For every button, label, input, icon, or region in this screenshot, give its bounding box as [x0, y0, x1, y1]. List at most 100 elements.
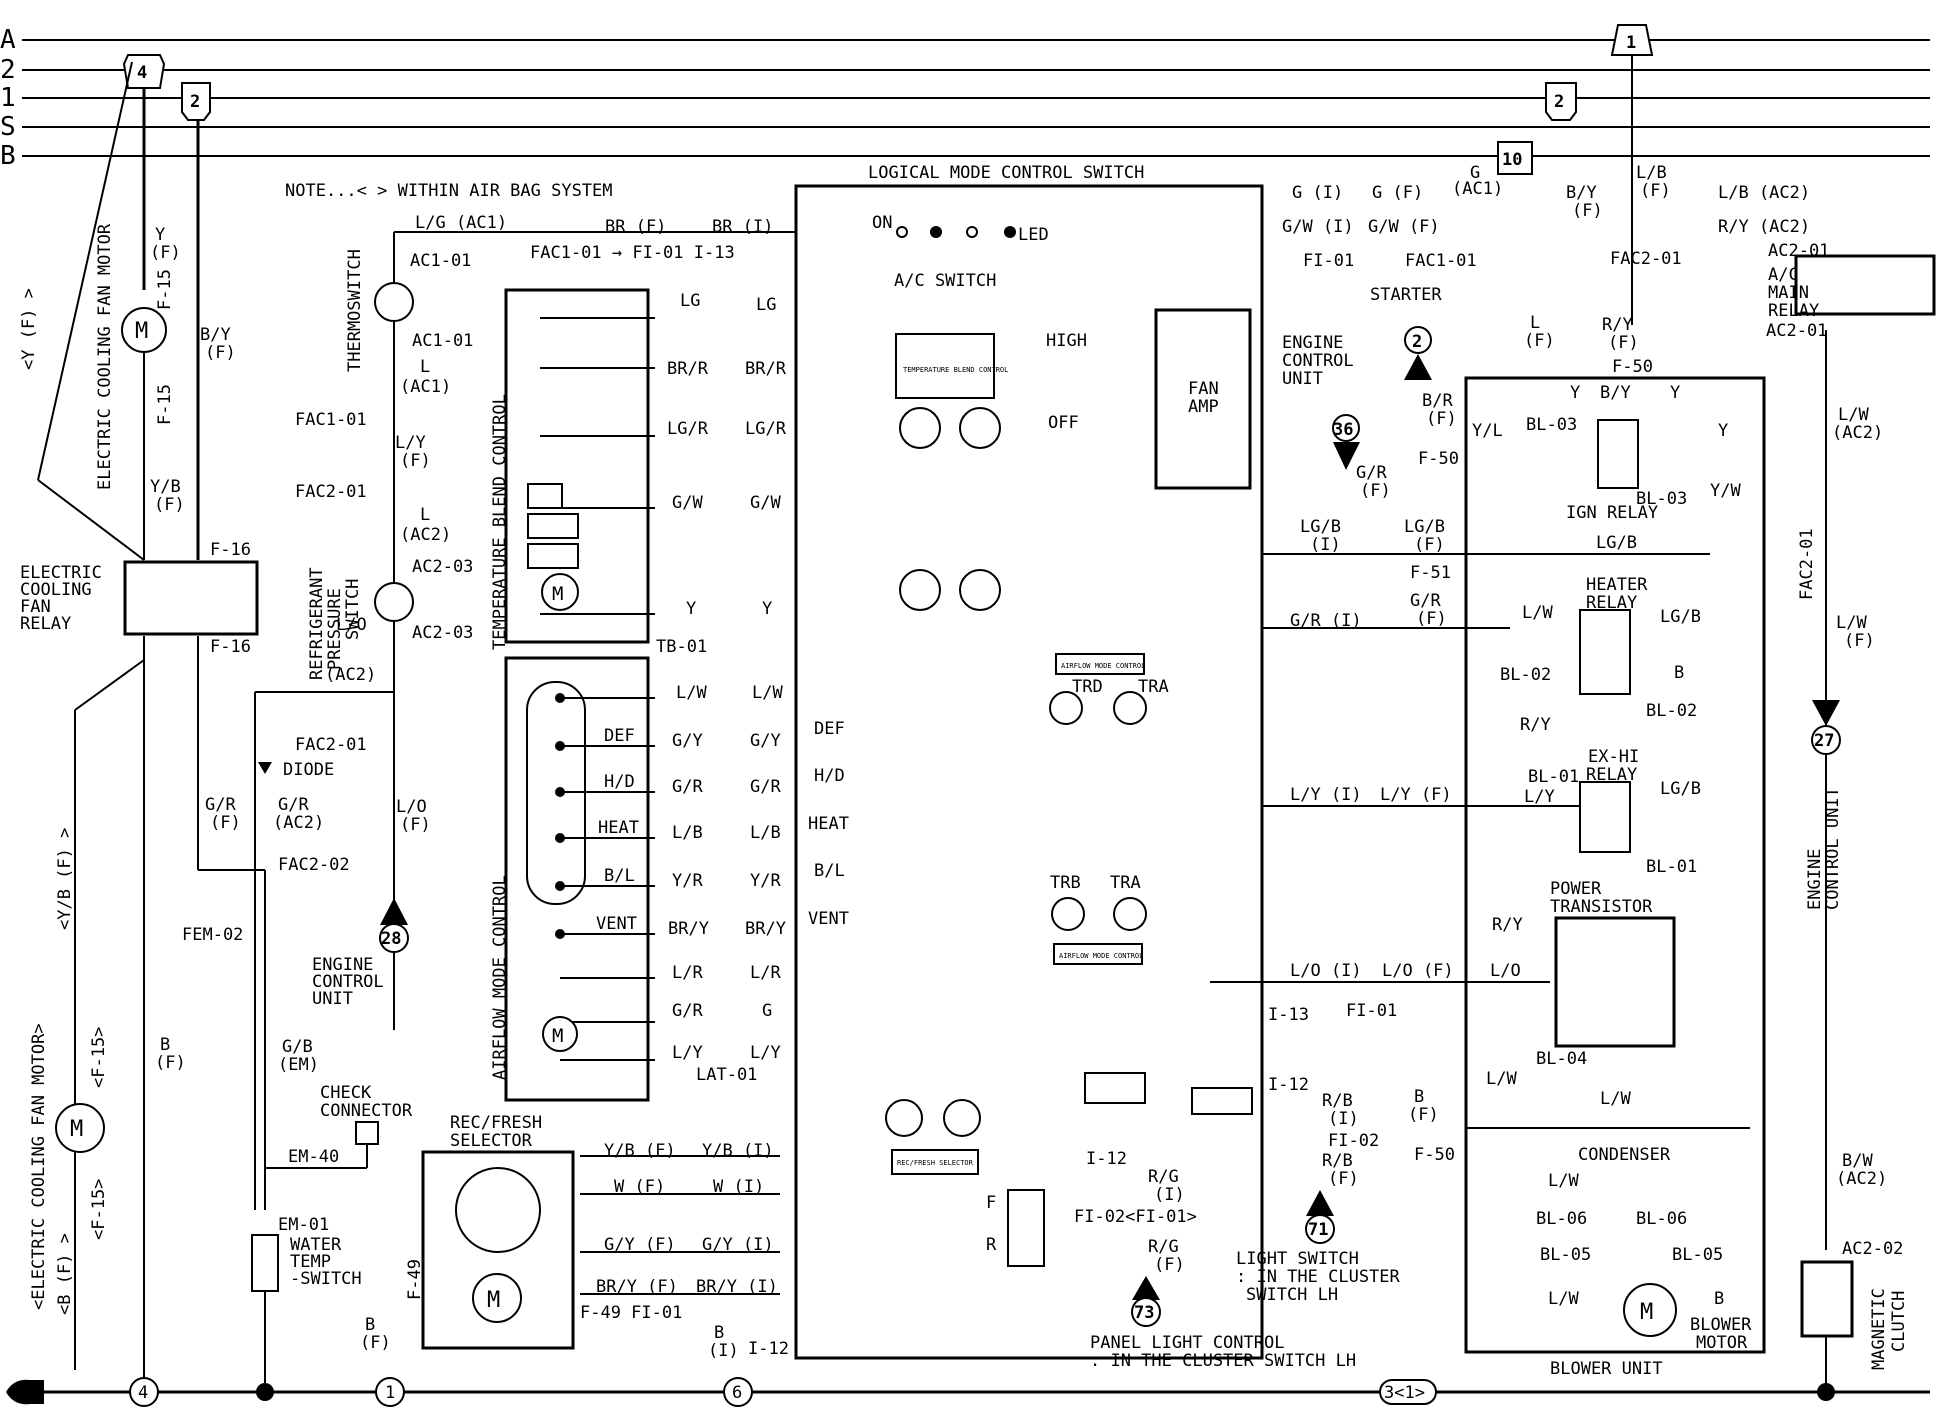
connector-ac2-03-b: AC2-03: [412, 623, 473, 643]
power-transistor-label-2: TRANSISTOR: [1550, 897, 1653, 917]
magnetic-clutch-label-2: CLUTCH: [1889, 1291, 1909, 1352]
wire-gw-b: G/W: [750, 493, 781, 513]
wire-bw-ac2-1: B/W: [1842, 1151, 1873, 1171]
connector-f16-a: F-16: [210, 540, 251, 560]
wire-b-f-bottom-2: (F): [360, 1333, 391, 1353]
wire-bry-i: BR/Y (I): [696, 1277, 778, 1297]
wire-lg-a: LG: [680, 291, 700, 311]
ign-relay-label: IGN RELAY: [1566, 503, 1658, 523]
rec-fresh-label-2: SELECTOR: [450, 1131, 533, 1151]
wire-gr-a: G/R: [672, 777, 703, 797]
wire-g-ac1-2: (AC1): [1452, 179, 1503, 199]
logical-mode-title: LOGICAL MODE CONTROL SWITCH: [868, 163, 1144, 183]
wire-lr-b: L/R: [750, 963, 781, 983]
mode-hd: H/D: [604, 772, 635, 792]
wire-w-i: W (I): [713, 1177, 764, 1197]
connector-bl-05-a: BL-05: [1540, 1245, 1591, 1265]
wire-ly-f: L/Y (F): [1380, 785, 1452, 805]
connector-bl-03-a: BL-03: [1526, 415, 1577, 435]
connector-fac2-01-b: FAC2-01: [295, 735, 367, 755]
bus-label-1: 1: [0, 83, 16, 113]
wire-bry-b: BR/Y: [745, 919, 786, 939]
ac-main-relay-box: [1794, 254, 1936, 316]
wire-l-f-2: (F): [1524, 331, 1555, 351]
wire-lb-f-2: (F): [1640, 181, 1671, 201]
blower-motor-label-1: BLOWER: [1690, 1315, 1752, 1335]
connector-em-40: EM-40: [288, 1147, 339, 1167]
wire-w-f: W (F): [614, 1177, 665, 1197]
condenser-label: CONDENSER: [1578, 1145, 1671, 1165]
refrigerant-label-1: REFRIGERANT: [307, 567, 327, 680]
wire-gr-ac2-1: G/R: [278, 795, 309, 815]
marker-71: [1305, 1214, 1335, 1244]
connector-fac1-01-top: FAC1-01 → FI-01 I-13: [530, 243, 735, 263]
wire-ry-f-2: (F): [1608, 333, 1639, 353]
ecf-relay-label-2: COOLING: [20, 580, 92, 600]
wire-y-f-1: Y: [155, 225, 165, 245]
wire-lo-ac2-1: L/O: [336, 615, 367, 635]
wire-lw-f-1: L/W: [1836, 613, 1867, 633]
wire-br-f: BR (F): [605, 217, 666, 237]
heater-relay-label-2: RELAY: [1586, 593, 1637, 613]
wire-gy-b: G/Y: [750, 731, 781, 751]
connector-f49-a: F-49: [405, 1259, 425, 1300]
water-temp-label-3: -SWITCH: [290, 1269, 362, 1289]
blower-motor-symbol: [1623, 1283, 1677, 1337]
wire-y-c-top: Y: [1718, 421, 1728, 441]
starter-label: STARTER: [1370, 285, 1442, 305]
wire-ly-a: L/Y: [672, 1043, 703, 1063]
connector-ac2-02: AC2-02: [1842, 1239, 1903, 1259]
wire-b-f-left-2: (F): [155, 1053, 186, 1073]
wire-b-f-right-1: B: [1414, 1087, 1424, 1107]
ground-point-4: [129, 1377, 159, 1407]
wire-b-f-bottom-1: B: [365, 1315, 375, 1335]
connector-fac1-01-left: FAC1-01: [295, 410, 367, 430]
marker-36: [1332, 414, 1360, 442]
temp-blend-motor-m: M: [552, 583, 563, 605]
ecu-left-label-3: UNIT: [312, 989, 353, 1009]
wire-rb-f-2: (F): [1328, 1169, 1359, 1189]
exhi-relay-label-1: EX-HI: [1588, 747, 1639, 767]
airflow-motor-m: M: [552, 1025, 563, 1047]
wire-ry-a: R/Y: [1520, 715, 1551, 735]
ecu-left-label-1: ENGINE: [312, 955, 373, 975]
ecu-mid-label-3: UNIT: [1282, 369, 1323, 389]
wire-y-f-2: (F): [150, 243, 181, 263]
wire-yb-f-2: (F): [154, 495, 185, 515]
top-right-wiring: B/Y (F) L/B (F) L/B (AC2) R/Y (AC2) FAC2…: [1524, 55, 1936, 1390]
wire-br-r-b: BR/R: [745, 359, 787, 379]
connector-f50-a: F-50: [1612, 357, 1653, 377]
wire-gr-f-mid-2: (F): [1416, 609, 1447, 629]
wire-lgb-f-1: LG/B: [1404, 517, 1445, 537]
wire-b-blower: B: [1714, 1289, 1724, 1309]
wire-lw-f-2: (F): [1844, 631, 1875, 651]
wire-lgb-b: LG/B: [1660, 607, 1701, 627]
wire-lb-b: L/B: [750, 823, 781, 843]
marker-71-label: 71: [1308, 1220, 1328, 1240]
wire-b-i-2: (I): [708, 1341, 739, 1361]
connector-i12-c: I-12: [1086, 1149, 1127, 1169]
fuse-tag-1: 1: [1626, 33, 1636, 53]
thermo-pressure-section: NOTE...< > WITHIN AIR BAG SYSTEM THERMOS…: [182, 181, 795, 1392]
connector-f49-b: F-49 FI-01: [580, 1303, 682, 1323]
ground-point-3: [1379, 1379, 1437, 1405]
wire-lo-f-1: L/O: [396, 797, 427, 817]
water-temp-label-1: WATER: [290, 1235, 342, 1255]
ecu-left-label-2: CONTROL: [312, 972, 384, 992]
connector-bl-04: BL-04: [1536, 1049, 1587, 1069]
ecu-right-label-2: CONTROL UNIT: [1823, 787, 1843, 910]
connector-fac2-01-right: FAC2-01: [1610, 249, 1682, 269]
light-switch-label-2: : IN THE CLUSTER: [1236, 1267, 1401, 1287]
bus-label-s: S: [0, 112, 16, 142]
fuse-tag-2-left: 2: [190, 92, 200, 112]
ecf-relay-box: [123, 560, 259, 636]
wire-lr-a: L/R: [672, 963, 703, 983]
wire-bry-f: BR/Y (F): [596, 1277, 678, 1297]
connector-ac1-01-a: AC1-01: [410, 251, 471, 271]
off-label: OFF: [1048, 413, 1079, 433]
connector-fi-01-b: FI-01: [1346, 1001, 1397, 1021]
water-temp-label-2: TEMP: [290, 1252, 331, 1272]
marker-28-label: 28: [381, 929, 401, 949]
wire-br-f-right-2: (F): [1426, 409, 1457, 429]
fan-motor-top-symbol: [121, 307, 167, 353]
